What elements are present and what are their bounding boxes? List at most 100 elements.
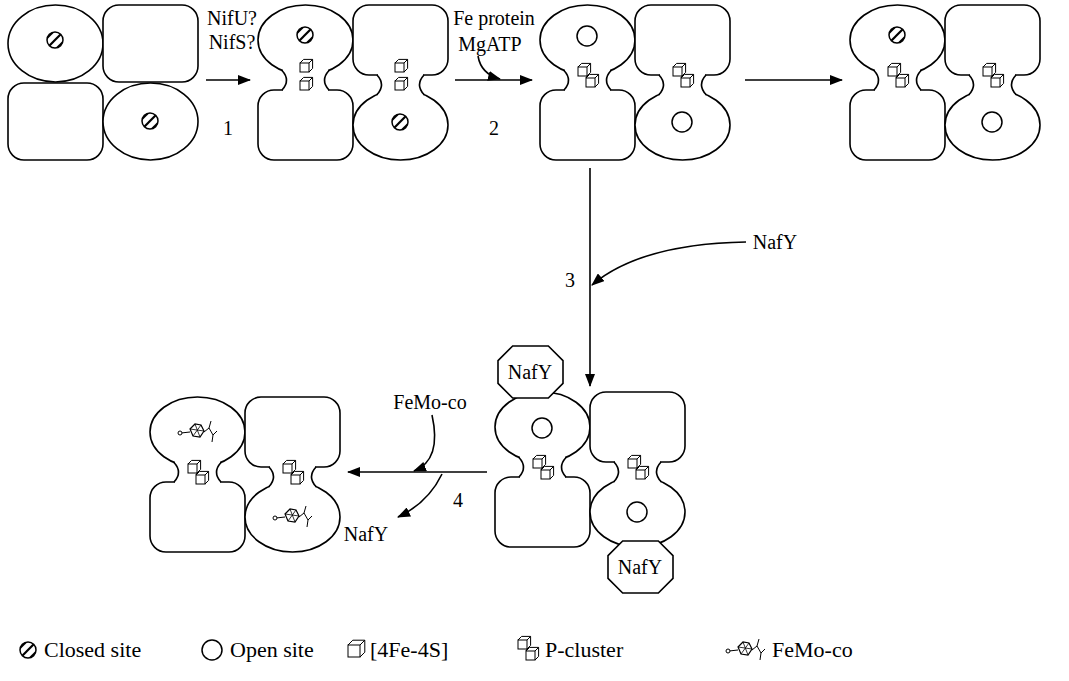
cube-back [283,460,296,473]
open-site [672,112,692,132]
neck-outline [969,75,974,95]
hatch-line [40,25,60,45]
hatch-line [385,107,405,127]
cube-edge [1000,74,1004,78]
cube-front [300,63,309,72]
cluster-core [190,424,204,437]
fe-s-cube [300,59,313,72]
fe-s-cube [518,636,531,649]
cube-edge [309,77,313,81]
fe-s-cube [541,466,554,479]
hatch-line [882,20,902,40]
femo-cofactor [178,421,217,442]
cluster-bonds [738,642,752,655]
subunit-lobe [540,90,635,160]
subunit-lobe [590,477,685,547]
fe-s-cube [533,455,546,468]
cube-edge [690,74,694,78]
cube-back [628,455,641,468]
hatch-line [23,645,43,665]
cube-back [586,74,599,87]
cube-edge [587,63,591,67]
fe-s-cube [888,63,901,76]
open-site [982,112,1002,132]
reaction-arrow [455,79,532,81]
subunit-lobe [150,397,245,467]
cube-edge [205,471,209,475]
cube-back [196,471,209,484]
reaction-arrow [348,471,487,473]
neck-outline [607,70,612,90]
subunit-lobe [850,5,945,75]
neck-outline [657,462,662,482]
reagent-label: FeMo-co [393,391,466,413]
neck-fill [520,455,565,479]
reagent-label: Fe protein [453,7,535,29]
hatch-line [300,30,320,50]
neck-outline [282,70,287,90]
legend-text: FeMo-co [772,638,853,662]
reagent-label: MgATP [458,33,521,55]
closed-site-hatch [13,635,43,665]
neck-outline [312,467,317,487]
cube-back [395,59,408,72]
cube-edge [300,471,304,475]
cube-front [196,475,205,484]
cube-back [673,63,686,76]
cube-front [300,81,309,90]
cube-edge [404,59,408,63]
mofe-protein [150,397,340,552]
step-number: 2 [489,117,499,139]
cube-front [533,459,542,468]
cube-front [888,67,897,76]
cube-front [395,81,404,90]
homocitrate [729,639,765,660]
fe-s-cube [395,59,408,72]
cube-front [586,78,595,87]
fe-s-cube [348,640,365,657]
hatch-line [887,25,907,45]
fe-s-cube [673,63,686,76]
reaction-arrow [592,242,746,285]
cube-back [896,74,909,87]
cube-back [636,466,649,479]
fe-s-cube [188,460,201,473]
cube-back [983,63,996,76]
reaction-arrow [414,415,435,471]
hatch-line [140,111,160,131]
cube-edge [404,77,408,81]
subunit-lobe [495,477,590,547]
subunit-lobe [540,5,635,75]
reagent-label: NafY [344,523,388,545]
fe-s-cube [283,460,296,473]
open-site [627,502,647,522]
cube-front [673,67,682,76]
neck-outline [564,70,569,90]
cube-back [578,63,591,76]
subunit-lobe [945,5,1040,75]
open-site [577,26,597,46]
homocitrate [276,506,312,527]
hatch-line [45,30,65,50]
neck-outline [702,75,707,95]
p-cluster-bridge [896,76,897,78]
neck-fill [615,460,660,484]
cube-front [578,67,587,76]
subunit-lobe [850,90,945,160]
closed-site [882,20,912,50]
neck-outline [874,70,879,90]
subunit-lobe [8,5,103,82]
hatch-line [290,20,310,40]
neck-outline [217,462,222,482]
hatch-line [13,635,33,655]
hatch-line [50,35,70,55]
step-number: 1 [223,117,233,139]
cube-front [991,78,1000,87]
step-number: 3 [565,269,575,291]
fe-s-cube [896,74,909,87]
cube-front [291,475,300,484]
cube-edge [550,466,554,470]
neck-outline [325,70,330,90]
mofe-protein [258,5,448,160]
